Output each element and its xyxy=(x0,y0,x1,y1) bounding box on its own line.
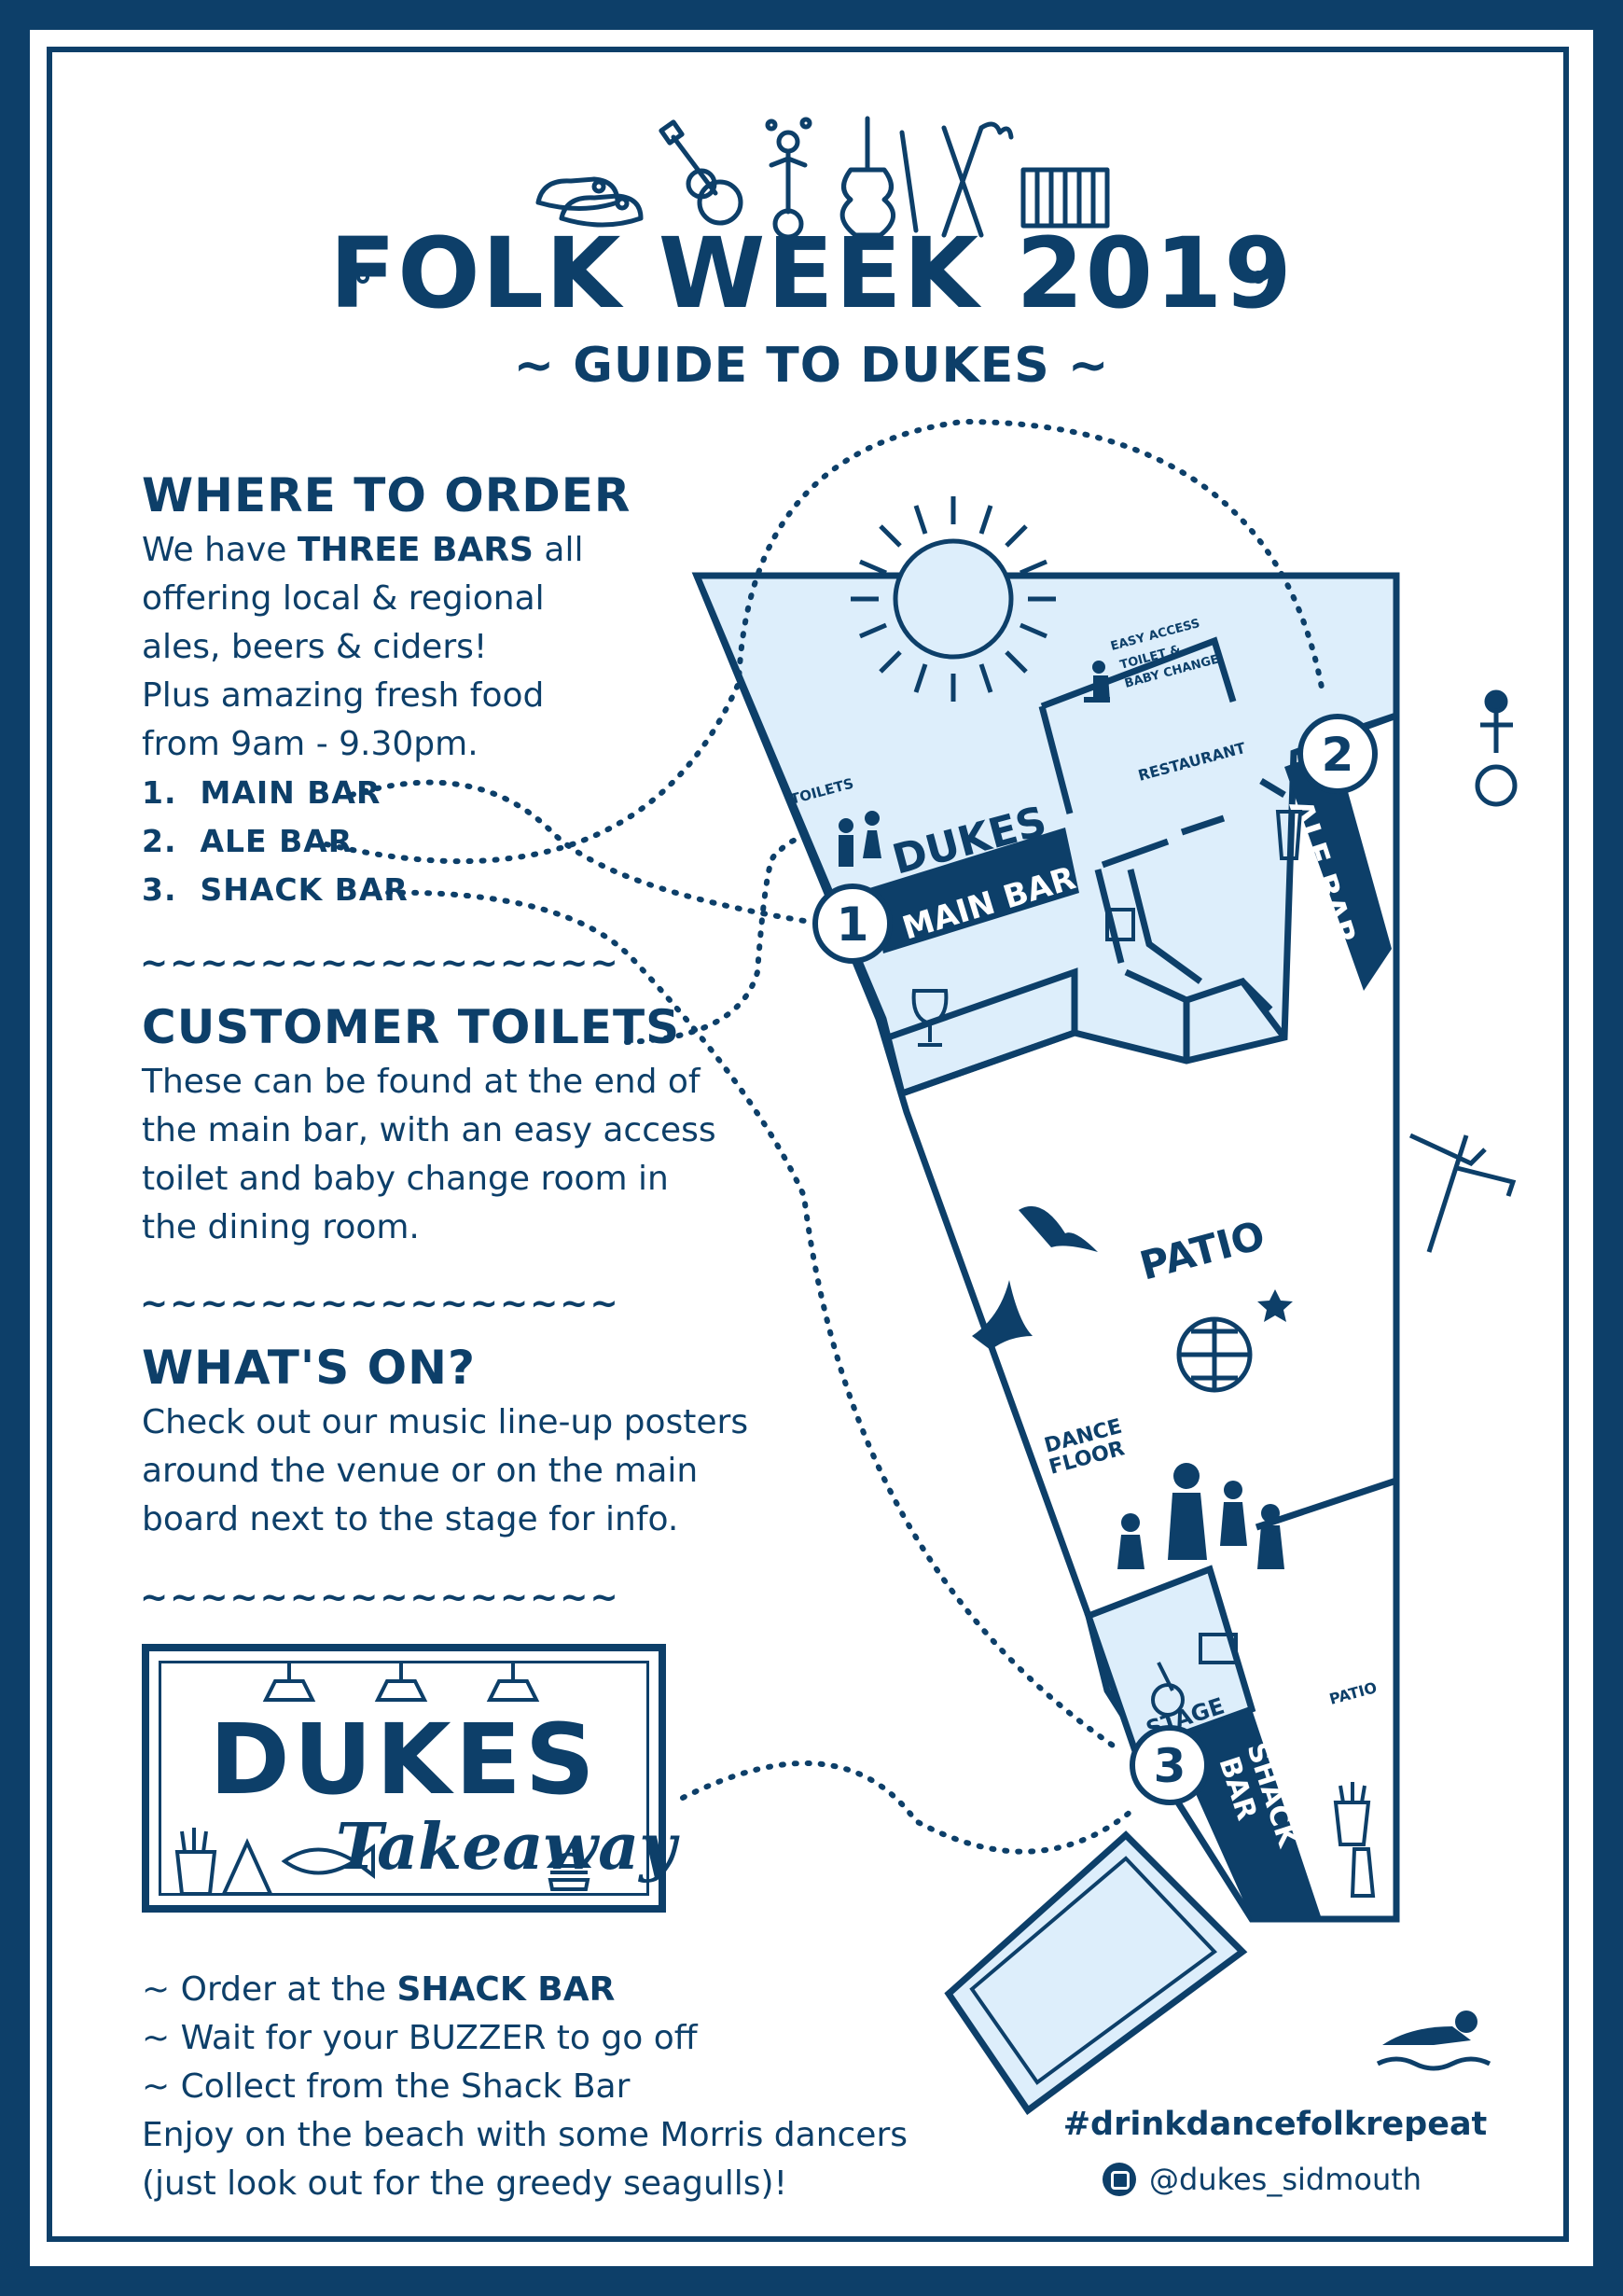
disco-ball-icon xyxy=(1176,1316,1253,1393)
social-handle: @dukes_sidmouth xyxy=(1103,2162,1476,2197)
takeaway-logo: DUKES Takeaway xyxy=(142,1644,676,1913)
order-line: Plus amazing fresh food xyxy=(142,676,545,715)
hashtag: #drinkdancefolkrepeat xyxy=(1062,2106,1488,2143)
bar-item-ale: 2. ALE BAR xyxy=(142,823,354,859)
whats-on-text: Check out our music line-up posters arou… xyxy=(142,1398,813,1544)
whats-on-line: around the venue or on the main xyxy=(142,1452,699,1490)
clogs-icon xyxy=(535,176,644,228)
food-icons xyxy=(174,1828,592,1896)
takeaway-steps: ~ Order at the SHACK BAR ~ Wait for your… xyxy=(142,1966,981,2208)
unicyclist-icon xyxy=(1475,689,1518,807)
wine-glass-icon xyxy=(911,989,949,1047)
stage-instruments-icon xyxy=(1151,1633,1238,1717)
divider-1: ~~~~~~~~~~~~~~~~ xyxy=(140,944,620,982)
bar-item-shack: 3. SHACK BAR xyxy=(142,871,409,908)
lamp-icons xyxy=(262,1661,540,1702)
divider-3: ~~~~~~~~~~~~~~~~ xyxy=(140,1579,620,1617)
marker-3: 3 xyxy=(1130,1725,1210,1805)
header-icons xyxy=(535,116,1110,240)
instagram-icon xyxy=(1103,2163,1136,2196)
order-line: We have THREE BARS all xyxy=(142,531,584,569)
interior-walls xyxy=(886,636,1398,1531)
easy-access-icon xyxy=(1084,661,1110,703)
pint-icon xyxy=(1275,810,1303,860)
takeaway-step: ~ Wait for your BUZZER to go off xyxy=(142,2019,698,2057)
star-icon xyxy=(1257,1289,1293,1322)
dancers-icon xyxy=(1117,1463,1284,1569)
where-to-order-section: WHERE TO ORDER We have THREE BARS all of… xyxy=(142,468,720,914)
page-subtitle: ~ GUIDE TO DUKES ~ xyxy=(513,338,1110,394)
fries-icon xyxy=(174,1828,217,1896)
swimmer-icon xyxy=(1376,2011,1491,2071)
takeaway-script: Takeaway xyxy=(336,1810,676,1885)
toilets-line: These can be found at the end of xyxy=(142,1063,701,1101)
whats-on-section: WHAT'S ON? Check out our music line-up p… xyxy=(142,1341,813,1544)
svg-text:2: 2 xyxy=(1322,728,1354,782)
bar-item-main: 1. MAIN BAR xyxy=(142,774,381,811)
handle-text: @dukes_sidmouth xyxy=(1149,2162,1422,2197)
pizza-icon xyxy=(220,1838,274,1896)
sun-icon xyxy=(851,496,1056,702)
toilets-heading: CUSTOMER TOILETS xyxy=(142,1000,681,1054)
main-bar-counter xyxy=(869,828,1079,953)
svg-text:3: 3 xyxy=(1154,1739,1186,1793)
takeaway-step: ~ Order at the SHACK BAR xyxy=(142,1970,616,2009)
shack-bar-counter xyxy=(1172,1709,1322,1919)
takeaway-step: ~ Collect from the Shack Bar xyxy=(142,2067,631,2106)
order-line: from 9am - 9.30pm. xyxy=(142,725,479,763)
toilets-line: toilet and baby change room in xyxy=(142,1160,669,1198)
burger-icon xyxy=(546,1852,592,1891)
whats-on-line: board next to the stage for info. xyxy=(142,1500,679,1538)
page-title: FOLK WEEK 2019 xyxy=(329,216,1294,330)
accordion-icon xyxy=(1020,167,1110,229)
fish-icon xyxy=(281,1844,375,1879)
lamp-icon xyxy=(374,1661,428,1702)
divider-2: ~~~~~~~~~~~~~~~~ xyxy=(140,1285,620,1323)
morris-sticks-icon xyxy=(941,121,1014,238)
venue-map: MAIN BAR ALE BAR STAGE SHACK BAR DUKES T… xyxy=(324,418,1518,2115)
cocktail-icon xyxy=(1105,908,1135,941)
bar-list: 1. MAIN BAR 2. ALE BAR 3. SHACK BAR xyxy=(142,769,720,914)
poster: FOLK WEEK 2019 ~ GUIDE TO DUKES ~ WHERE … xyxy=(30,30,1593,2266)
takeaway-brand: DUKES xyxy=(209,1703,599,1816)
title-dot-right xyxy=(1252,271,1265,284)
poster-frame xyxy=(47,47,1569,2242)
guitar-icon xyxy=(659,119,743,226)
whats-on-line: Check out our music line-up posters xyxy=(142,1403,749,1441)
order-line: offering local & regional xyxy=(142,579,545,618)
toilets-section: CUSTOMER TOILETS These can be found at t… xyxy=(142,1000,776,1252)
toilets-text: These can be found at the end of the mai… xyxy=(142,1058,776,1252)
toilet-icon xyxy=(839,811,881,867)
lamp-icon xyxy=(262,1661,316,1702)
whats-on-heading: WHAT'S ON? xyxy=(142,1341,476,1395)
svg-text:1: 1 xyxy=(837,898,869,952)
lamp-icon xyxy=(486,1661,540,1702)
seagull-icon xyxy=(972,1205,1098,1350)
fries-beer-icon xyxy=(1333,1782,1376,1898)
where-to-order-text: We have THREE BARS all offering local & … xyxy=(142,526,720,769)
marker-1: 1 xyxy=(812,884,893,964)
title-dot-left xyxy=(356,271,369,284)
toilets-line: the dining room. xyxy=(142,1208,420,1246)
signpost-icon xyxy=(1408,1133,1517,1253)
takeaway-logo-inner-border xyxy=(159,1661,649,1896)
order-line: ales, beers & ciders! xyxy=(142,628,488,666)
takeaway-closing: Enjoy on the beach with some Morris danc… xyxy=(142,2116,909,2154)
marker-2: 2 xyxy=(1297,714,1378,794)
route-lines xyxy=(324,418,1325,1855)
where-to-order-heading: WHERE TO ORDER xyxy=(142,468,631,522)
double-bass-icon xyxy=(839,116,919,238)
unicycle-juggler-icon xyxy=(765,117,812,240)
ale-bar-counter xyxy=(1284,748,1392,991)
takeaway-closing: (just look out for the greedy seagulls)! xyxy=(142,2164,788,2203)
toilets-line: the main bar, with an easy access xyxy=(142,1111,716,1149)
